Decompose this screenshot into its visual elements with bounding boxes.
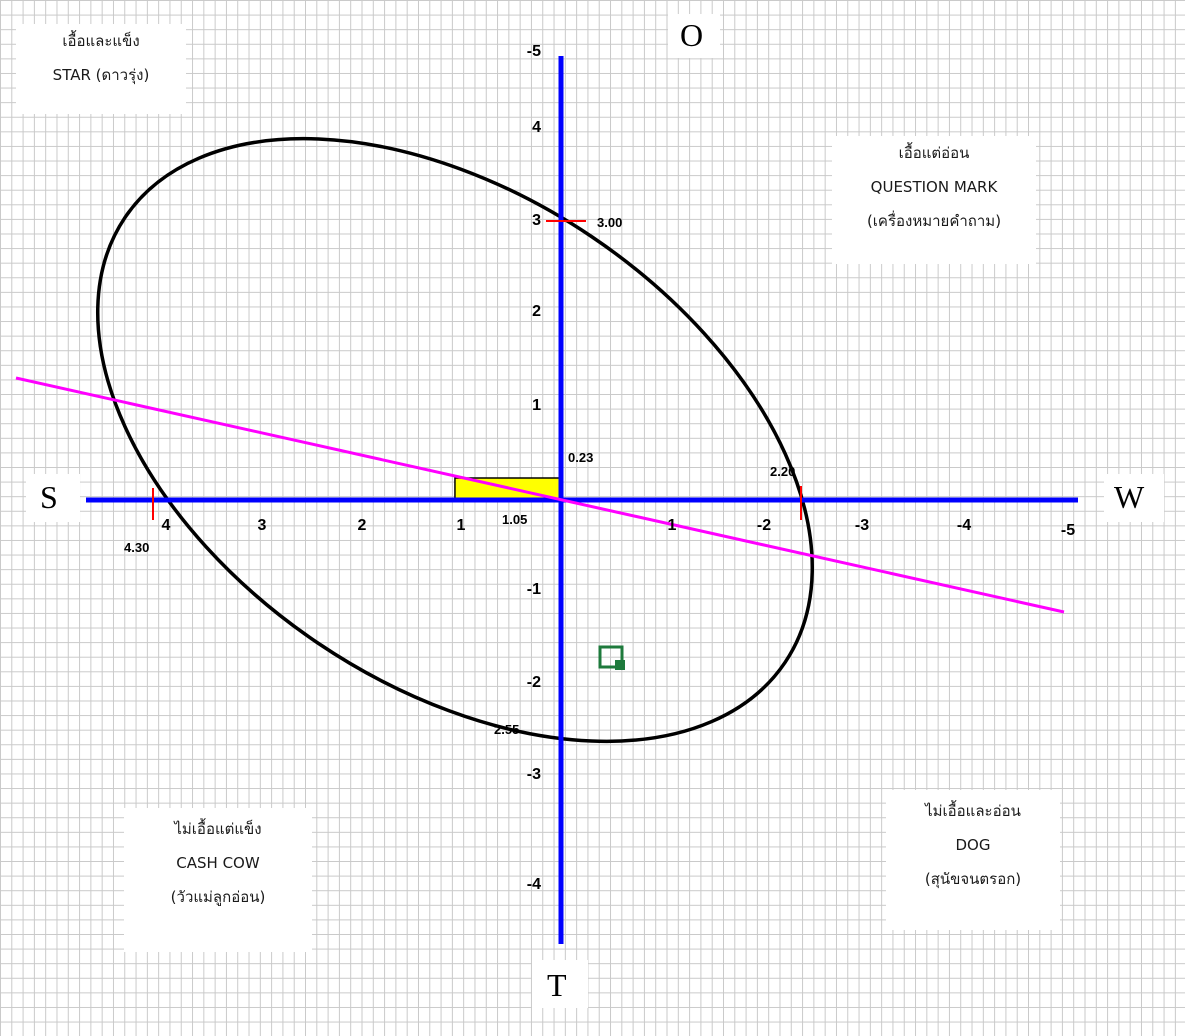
t-value-label: 2.55 (494, 722, 519, 737)
quadrant-cash-cow-label: ไม่เอื้อแต่แข็ง CASH COW (วัวแม่ลูกอ่อน) (124, 808, 312, 952)
x-tick-label: -4 (957, 517, 971, 534)
centroid-x-label: 1.05 (502, 512, 527, 527)
axis-label-w: W (1114, 479, 1145, 515)
axis-label-t: T (547, 967, 567, 1003)
x-tick-label: 1 (457, 517, 466, 534)
axis-letter-bg-o (668, 14, 720, 58)
quadrant-star-line2: STAR (ดาวรุ่ง) (52, 66, 150, 84)
axis-label-s: S (40, 479, 58, 515)
y-tick-label: -5 (527, 43, 541, 60)
quadrant-question-mark-label: เอื้อแต่อ่อน QUESTION MARK (เครื่องหมายค… (832, 136, 1036, 264)
selection-handle-icon[interactable] (598, 645, 625, 670)
axis-letter-bg-w (1104, 474, 1164, 522)
y-tick-label: -3 (527, 766, 541, 783)
y-tick-label: -2 (527, 674, 541, 691)
y-tick-label: -1 (527, 581, 541, 598)
y-tick-label: 1 (532, 397, 541, 414)
y-tick-label: 4 (532, 119, 541, 136)
x-tick-label: 4 (162, 517, 171, 534)
x-tick-label: 2 (358, 517, 367, 534)
centroid-y-label: 0.23 (568, 450, 593, 465)
axis-letter-bg-s (26, 474, 80, 522)
quadrant-cash-cow-line2: CASH COW (176, 854, 260, 872)
trend-line (15, 376, 1065, 614)
axis-label-o: O (680, 17, 703, 53)
x-tick-label: 3 (258, 517, 267, 534)
y-tick-labels: -5 4 3 2 1 -1 -2 -3 -4 (527, 43, 541, 893)
y-tick-label: 2 (532, 303, 541, 320)
quadrant-question-mark-line3: (เครื่องหมายคำถาม) (866, 212, 1002, 230)
w-value-label: 2.20 (770, 464, 795, 479)
quadrant-cash-cow-line1: ไม่เอื้อแต่แข็ง (174, 820, 262, 838)
y-tick-label: -4 (527, 876, 541, 893)
quadrant-star-label: เอื้อและแข็ง STAR (ดาวรุ่ง) (16, 24, 186, 114)
quadrant-dog-label: ไม่เอื้อและอ่อน DOG (สุนัขจนตรอก) (886, 790, 1060, 930)
x-tick-label: -5 (1061, 522, 1075, 539)
axis-letter-bg-t (532, 960, 588, 1008)
quadrant-star-line1: เอื้อและแข็ง (62, 32, 140, 50)
x-tick-label: 1 (668, 517, 677, 534)
quadrant-question-mark-line2: QUESTION MARK (870, 178, 998, 196)
quadrant-dog-line3: (สุนัขจนตรอก) (924, 870, 1022, 888)
strategy-ellipse (95, 136, 815, 744)
o-value-label: 3.00 (597, 215, 622, 230)
y-tick-label: 3 (532, 212, 541, 229)
x-tick-label: -3 (855, 517, 869, 534)
quadrant-question-mark-line1: เอื้อแต่อ่อน (898, 144, 970, 162)
quadrant-dog-line2: DOG (955, 836, 991, 854)
quadrant-cash-cow-line3: (วัวแม่ลูกอ่อน) (170, 888, 266, 906)
x-tick-labels: 4 3 2 1 1 -2 -3 -4 -5 (162, 517, 1076, 539)
s-value-label: 4.30 (124, 540, 149, 555)
x-tick-label: -2 (757, 517, 771, 534)
quadrant-dog-line1: ไม่เอื้อและอ่อน (925, 802, 1021, 820)
